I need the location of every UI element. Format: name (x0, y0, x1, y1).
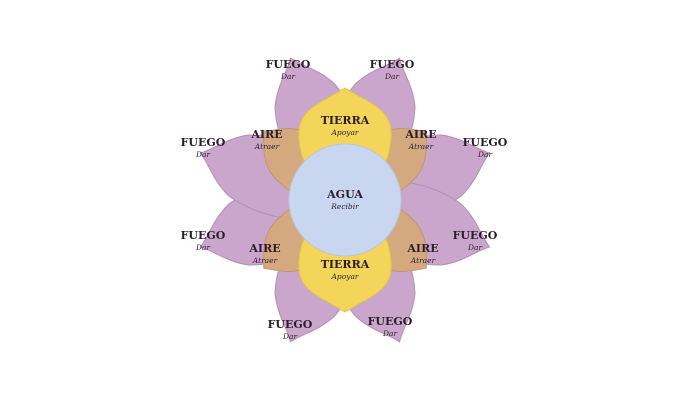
fire-label-left-upper: FUEGO (181, 136, 226, 149)
fire-label-right-upper: FUEGO (463, 136, 508, 149)
air-verb-top-right: Atraer (408, 142, 434, 151)
air-verb-bottom-left: Atraer (252, 256, 278, 265)
air-label-bottom-right: AIRE (406, 242, 438, 255)
fire-label-left-lower: FUEGO (181, 229, 226, 242)
fire-label-bottom-right: FUEGO (368, 315, 413, 328)
fire-label-right-lower: FUEGO (453, 229, 498, 242)
water-verb: Recibir (330, 202, 359, 211)
fire-verb-bottom-left: Dar (282, 332, 297, 341)
air-verb-bottom-right: Atraer (410, 256, 436, 265)
water-center-circle (288, 143, 402, 257)
fire-verb-top-left: Dar (280, 72, 295, 81)
fire-verb-right-lower: Dar (467, 243, 482, 252)
fire-verb-left-upper: Dar (195, 150, 210, 159)
fire-verb-top-right: Dar (384, 72, 399, 81)
water-label: AGUA (326, 188, 363, 201)
earth-label-top: TIERRA (321, 114, 370, 127)
air-verb-top-left: Atraer (254, 142, 280, 151)
fire-verb-left-lower: Dar (195, 243, 210, 252)
labels: AGUA Recibir TIERRA Apoyar TIERRA Apoyar… (181, 58, 508, 341)
fire-label-bottom-left: FUEGO (268, 318, 313, 331)
fire-verb-right-upper: Dar (477, 150, 492, 159)
air-label-top-left: AIRE (250, 128, 282, 141)
air-label-bottom-left: AIRE (248, 242, 280, 255)
earth-verb-bottom: Apoyar (330, 272, 358, 281)
earth-label-bottom: TIERRA (321, 258, 370, 271)
earth-verb-top: Apoyar (330, 128, 358, 137)
fire-label-top-left: FUEGO (266, 58, 311, 71)
fire-label-top-right: FUEGO (370, 58, 415, 71)
air-label-top-right: AIRE (404, 128, 436, 141)
fire-verb-bottom-right: Dar (382, 329, 397, 338)
